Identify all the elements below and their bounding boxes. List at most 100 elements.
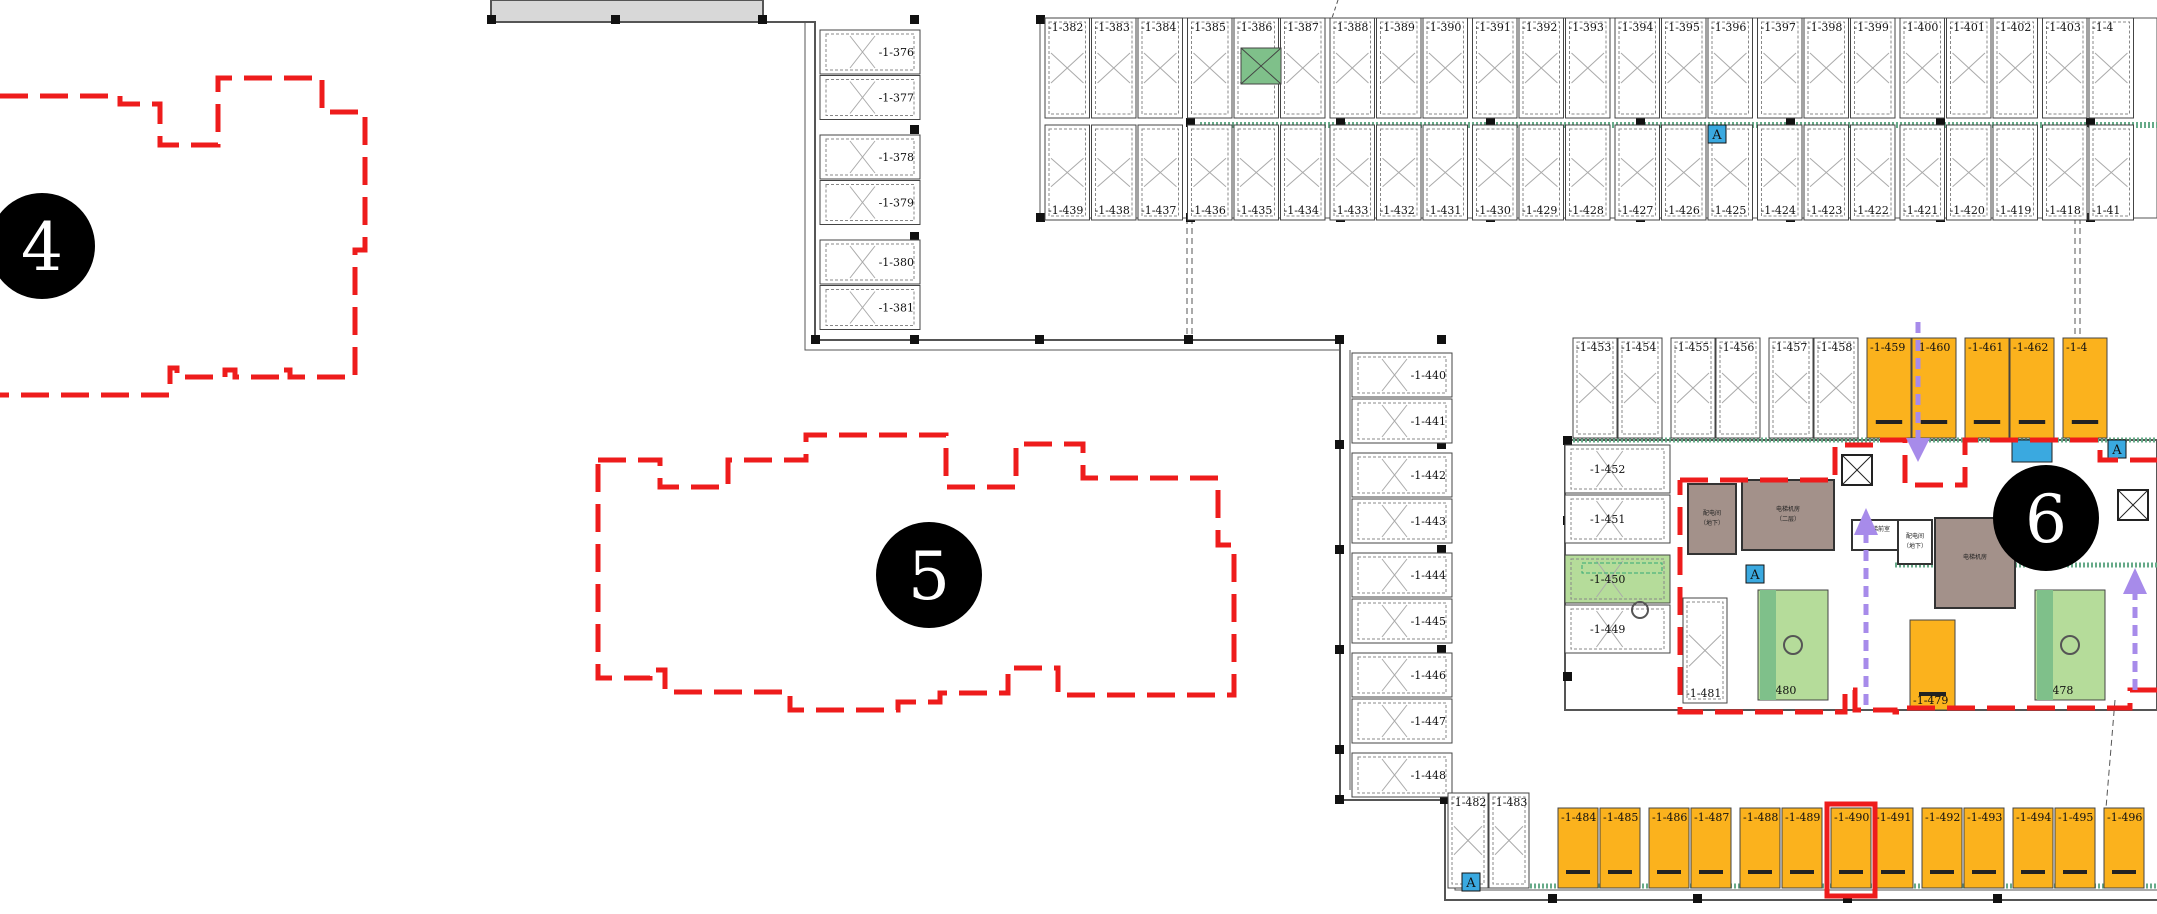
parking-stall[interactable]: -1-446	[1351, 652, 1453, 698]
a-marker: A	[1461, 872, 1481, 892]
stall-inner	[1522, 21, 1560, 115]
parking-stall[interactable]: -1-377	[819, 75, 921, 120]
parking-stall[interactable]: -1-453	[1572, 337, 1618, 439]
parking-stall[interactable]: -1-440	[1351, 352, 1453, 398]
stall-label: -1-443	[1411, 515, 1446, 528]
parking-stall[interactable]: -1-461	[1964, 337, 2010, 439]
parking-stall[interactable]: -1-432	[1376, 124, 1422, 221]
parking-stall[interactable]: -1-493	[1963, 807, 2005, 889]
parking-stall[interactable]: -1-436	[1187, 124, 1233, 221]
parking-stall[interactable]: -1-434	[1280, 124, 1326, 221]
parking-stall[interactable]: -1-391	[1472, 17, 1518, 119]
parking-stall[interactable]: -1-454	[1617, 337, 1663, 439]
parking-stall[interactable]: -1-459	[1866, 337, 1912, 439]
parking-stall[interactable]: -1-483	[1488, 792, 1530, 889]
parking-stall[interactable]: -1-458	[1813, 337, 1859, 439]
parking-stall[interactable]: -1-450	[1564, 554, 1671, 604]
stall-mark	[1667, 157, 1701, 188]
parking-stall[interactable]: -1-437	[1137, 124, 1183, 221]
parking-stall[interactable]: -1-429	[1518, 124, 1564, 221]
parking-stall[interactable]: -1-388	[1329, 17, 1375, 119]
parking-stall[interactable]: -1-389	[1376, 17, 1422, 119]
parking-stall[interactable]: -1-399	[1850, 17, 1896, 119]
stall-mark	[1809, 157, 1843, 188]
parking-stall[interactable]: -1-491	[1872, 807, 1914, 889]
parking-stall[interactable]: -1-447	[1351, 698, 1453, 744]
parking-stall[interactable]: -1-442	[1351, 452, 1453, 498]
wheelchair-icon	[2060, 635, 2080, 655]
parking-stall[interactable]: -1-435	[1233, 124, 1279, 221]
parking-stall[interactable]: -1-486	[1648, 807, 1690, 889]
parking-stall[interactable]: -1-4	[2088, 17, 2134, 119]
parking-stall[interactable]: -1-380	[819, 239, 921, 285]
parking-stall[interactable]: -1-479	[1909, 619, 1956, 711]
parking-stall[interactable]: -1-385	[1187, 17, 1233, 119]
parking-stall[interactable]: -1-393	[1565, 17, 1611, 119]
parking-stall[interactable]: -1-381	[819, 285, 921, 330]
parking-stall[interactable]: -1-496	[2103, 807, 2145, 889]
parking-stall[interactable]: -1-420	[1946, 124, 1992, 221]
parking-stall[interactable]: -1-428	[1565, 124, 1611, 221]
parking-stall[interactable]: -1-41	[2088, 124, 2134, 221]
parking-stall[interactable]: -1-396	[1707, 17, 1753, 119]
parking-stall[interactable]: -1-495	[2054, 807, 2096, 889]
stall-mark	[1774, 372, 1808, 404]
parking-stall[interactable]: -1-485	[1599, 807, 1641, 889]
parking-stall[interactable]: -1-395	[1661, 17, 1707, 119]
parking-stall[interactable]: -1-376	[819, 29, 921, 75]
parking-stall[interactable]: -1-4	[2062, 337, 2108, 439]
parking-stall[interactable]: -1-451	[1564, 494, 1671, 544]
parking-stall[interactable]: -1-423	[1803, 124, 1849, 221]
stall-outline	[1564, 494, 1671, 544]
parking-stall[interactable]: -1-455	[1670, 337, 1716, 439]
parking-stall[interactable]: -1-494	[2012, 807, 2054, 889]
parking-stall[interactable]: -1-426	[1661, 124, 1707, 221]
parking-stall[interactable]: -1-457	[1768, 337, 1814, 439]
parking-stall[interactable]: -1-443	[1351, 498, 1453, 544]
parking-stall[interactable]: -1-390	[1422, 17, 1468, 119]
parking-stall[interactable]: -1-481	[1682, 597, 1728, 704]
parking-stall[interactable]: -1-402	[1992, 17, 2038, 119]
parking-stall[interactable]: -1-392	[1518, 17, 1564, 119]
parking-stall[interactable]: -1-398	[1803, 17, 1849, 119]
parking-stall[interactable]: -1-401	[1946, 17, 1992, 119]
parking-stall[interactable]: -1-456	[1715, 337, 1761, 439]
zone-number: 6	[2025, 481, 2067, 558]
parking-stall[interactable]: -1-383	[1091, 17, 1137, 119]
parking-stall[interactable]: -1-427	[1614, 124, 1660, 221]
parking-stall[interactable]: -1-422	[1850, 124, 1896, 221]
parking-stall[interactable]: -1-382	[1044, 17, 1090, 119]
parking-stall[interactable]: -1-378	[819, 134, 921, 180]
parking-stall[interactable]: -1-449	[1564, 604, 1671, 654]
parking-stall[interactable]: -1-452	[1564, 444, 1671, 494]
parking-stall[interactable]: -1-438	[1091, 124, 1137, 221]
parking-stall[interactable]: -1-484	[1557, 807, 1599, 889]
parking-stall[interactable]: -1-403	[2042, 17, 2088, 119]
parking-stall[interactable]: -1-394	[1614, 17, 1660, 119]
parking-stall[interactable]: -1-448	[1351, 752, 1453, 798]
parking-stall[interactable]: -1-444	[1351, 552, 1453, 598]
parking-stall[interactable]: -1-379	[819, 180, 921, 225]
parking-stall[interactable]: -1-397	[1757, 17, 1803, 119]
parking-stall[interactable]: -1-490	[1830, 807, 1872, 889]
parking-stall[interactable]: -1-492	[1921, 807, 1963, 889]
parking-stall[interactable]: -1-488	[1739, 807, 1781, 889]
parking-stall[interactable]: -1-419	[1992, 124, 2038, 221]
parking-stall[interactable]: -1-445	[1351, 598, 1453, 644]
stall-mark	[2094, 52, 2128, 84]
parking-stall[interactable]: -1-431	[1422, 124, 1468, 221]
parking-stall[interactable]: -1-424	[1757, 124, 1803, 221]
parking-stall[interactable]: -1-430	[1472, 124, 1518, 221]
parking-stall[interactable]: -1-433	[1329, 124, 1375, 221]
stall-inner	[825, 184, 915, 221]
parking-stall[interactable]: -1-421	[1899, 124, 1945, 221]
parking-stall[interactable]: -1-384	[1137, 17, 1183, 119]
parking-stall[interactable]: -1-400	[1899, 17, 1945, 119]
parking-stall[interactable]: -1-487	[1690, 807, 1732, 889]
parking-stall[interactable]: -1-489	[1781, 807, 1823, 889]
parking-stall[interactable]: -1-439	[1044, 124, 1090, 221]
parking-stall[interactable]: -1-462	[2009, 337, 2055, 439]
parking-stall[interactable]: -1-387	[1280, 17, 1326, 119]
parking-stall[interactable]: -1-418	[2042, 124, 2088, 221]
parking-stall[interactable]: -1-441	[1351, 398, 1453, 444]
